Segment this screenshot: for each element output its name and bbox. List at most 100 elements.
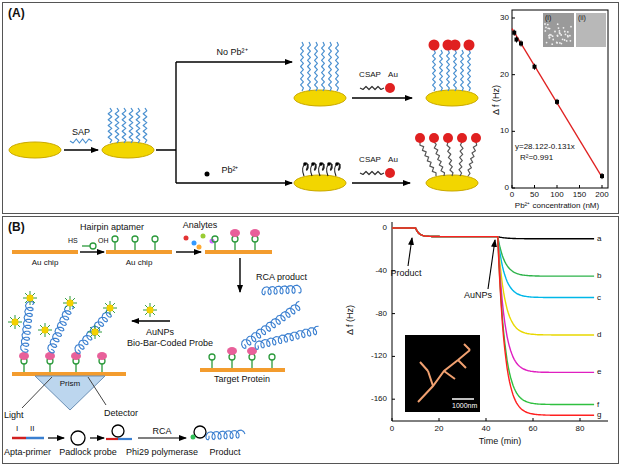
sem-particle — [554, 31, 556, 33]
figure-label: -120 — [371, 351, 387, 360]
sem-particle — [565, 34, 567, 36]
gold-electrode — [294, 175, 346, 191]
figure-label: 60 — [529, 424, 538, 433]
dna-strand — [468, 50, 471, 91]
hairpin-stem — [154, 242, 155, 250]
folded-strand — [319, 163, 324, 176]
figure-label: OH — [98, 237, 109, 245]
afm-image — [405, 335, 480, 412]
dna-strand — [301, 42, 304, 91]
au-nanoparticle — [450, 40, 461, 51]
gold-nanoparticle — [27, 295, 34, 302]
figure-label: a — [597, 234, 601, 243]
figure-label: Pb²⁺ concentration (nM) — [515, 201, 599, 210]
figure-label: 20 — [500, 70, 509, 79]
lead-ion — [311, 162, 315, 166]
dna-strand — [461, 50, 464, 91]
flow-arrow — [352, 182, 410, 183]
sem-particle — [547, 24, 549, 26]
axis-tick — [579, 185, 580, 188]
flow-arrow — [80, 251, 104, 252]
sem-particle — [562, 38, 564, 40]
flow-arrow — [408, 238, 412, 266]
figure-label: SAP — [72, 127, 90, 137]
flow-arrow — [488, 240, 495, 289]
dna-strand — [115, 108, 119, 143]
sem-particle — [551, 43, 553, 45]
figure-label: Analytes — [183, 220, 218, 230]
hairpin-loop — [112, 236, 118, 242]
hairpin-stem — [114, 242, 115, 250]
data-point — [555, 100, 559, 104]
sem-particle — [556, 42, 558, 44]
gold-electrode — [426, 90, 478, 106]
figure-label: Δ f (Hz) — [491, 85, 501, 115]
axis-tick — [533, 418, 534, 421]
figure-label: Au — [388, 70, 398, 79]
figure-label: c — [597, 293, 601, 302]
au-nanoparticle — [464, 40, 475, 51]
dna-strand — [420, 142, 436, 176]
dna-strand — [108, 108, 112, 143]
figure-label: 50 — [530, 190, 539, 199]
sem-particle — [556, 42, 558, 44]
afm-structure — [418, 344, 470, 402]
figure-label: Apta-primer — [4, 447, 51, 457]
hairpin-stem — [214, 242, 215, 250]
flow-arrow — [176, 182, 292, 183]
figure-label: Time (min) — [479, 436, 522, 446]
hairpin-loop — [152, 236, 158, 242]
hairpin-stem — [23, 364, 24, 372]
figure-label: b — [597, 271, 601, 280]
sem-particle — [559, 42, 561, 44]
scale-bar — [452, 398, 474, 400]
sem-particle — [570, 26, 572, 28]
rca-product-coil — [242, 301, 300, 348]
figure-label: 0 — [505, 183, 509, 192]
hairpin-stem — [271, 360, 272, 368]
sem-particle — [563, 27, 565, 29]
au-chip — [200, 368, 285, 372]
sem-particle — [552, 35, 554, 37]
au-chip — [205, 250, 272, 254]
figure-label: 10 — [500, 126, 509, 135]
hairpin-loop — [269, 354, 275, 360]
sem-particle — [567, 31, 569, 33]
sem-particle — [546, 42, 548, 44]
primer-part-two — [26, 437, 44, 440]
sem-particle — [557, 34, 559, 36]
rca-product-coil — [206, 430, 245, 440]
panel-frame: (A) — [2, 2, 619, 214]
hairpin-stem — [251, 360, 252, 368]
target-protein — [250, 229, 260, 237]
gold-nanoparticle — [12, 319, 19, 326]
hairpin-stem — [49, 364, 50, 372]
au-chip — [106, 250, 172, 254]
figure-label: g — [597, 410, 601, 419]
dna-strand — [336, 42, 339, 91]
light-ray — [88, 377, 106, 405]
flow-arrow — [239, 258, 240, 292]
au-nanoparticle — [385, 83, 395, 93]
figure-label: 20 — [435, 424, 444, 433]
sem-particle — [569, 35, 571, 37]
sem-particle — [549, 37, 551, 39]
figure-label: RCA product — [256, 272, 307, 282]
axis-tick — [580, 418, 581, 421]
sem-particle — [557, 23, 559, 25]
figure-label: Hairpin aptamer — [80, 222, 144, 232]
hairpin-loop — [209, 354, 215, 360]
lead-ion — [303, 162, 307, 166]
sem-particle — [545, 27, 547, 29]
hairpin-stem — [234, 242, 235, 250]
gold-electrode — [9, 142, 61, 158]
dna-strand — [122, 108, 126, 143]
fit-line — [512, 29, 602, 177]
figure-label: AuNPs — [464, 290, 492, 300]
sem-particle — [570, 40, 572, 42]
gold-electrode — [294, 90, 346, 106]
data-point — [533, 65, 537, 69]
figure-label: Product — [209, 447, 240, 457]
au-nanoparticle — [471, 133, 481, 143]
primer-part-one — [12, 437, 26, 440]
